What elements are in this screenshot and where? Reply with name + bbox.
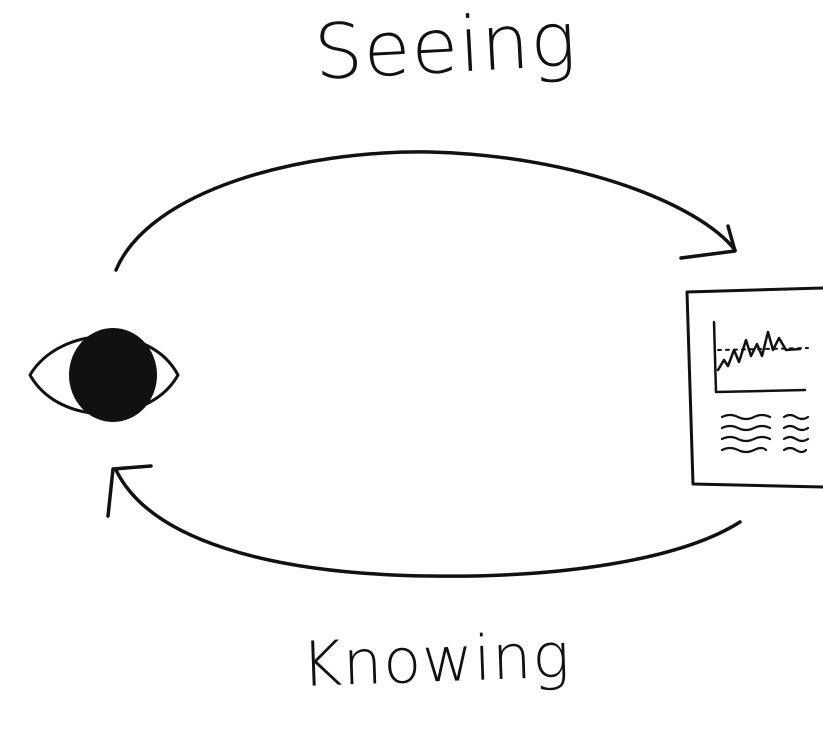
mini-chart-axes <box>712 320 807 394</box>
seeing-arrow-curve <box>114 150 737 272</box>
text-block-right <box>782 413 810 454</box>
seeing-arrow <box>114 150 737 272</box>
seeing-arrowhead <box>679 224 737 260</box>
knowing-arrow <box>106 464 742 578</box>
mini-chart-line <box>716 330 802 372</box>
text-block-left <box>720 413 772 454</box>
dashboard-report-icon <box>685 286 823 489</box>
knowing-arrowhead <box>106 464 153 518</box>
knowing-arrow-curve <box>114 468 742 578</box>
eye-icon <box>28 328 180 422</box>
